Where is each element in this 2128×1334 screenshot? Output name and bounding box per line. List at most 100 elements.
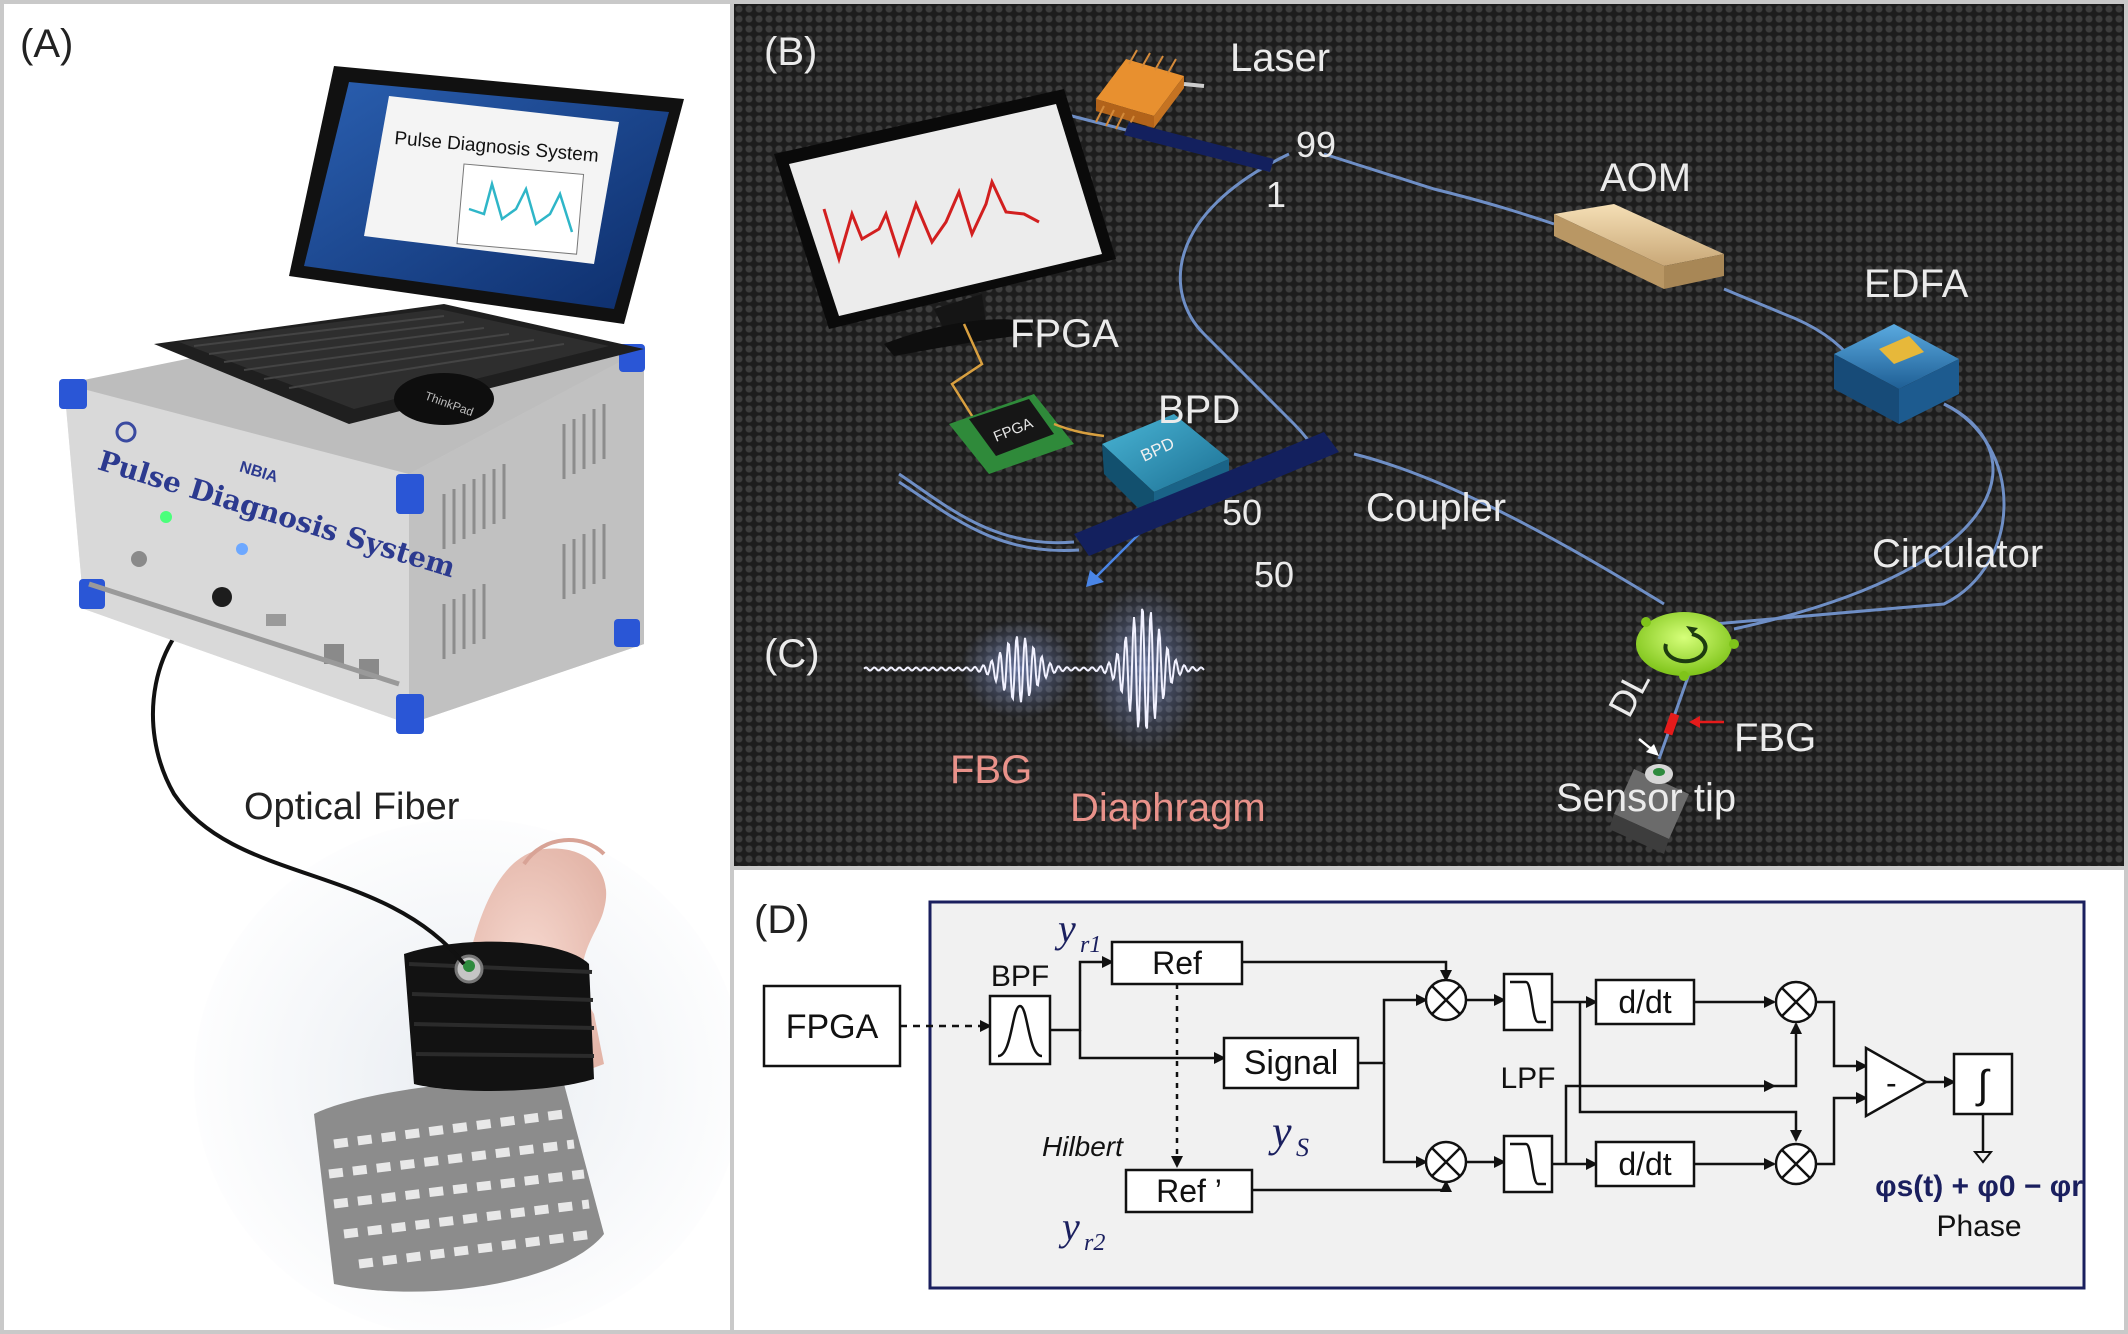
fbg-label: FBG — [1734, 716, 1817, 760]
ratio-50a-label: 50 — [1222, 492, 1263, 533]
lpf1-to-mixer4 — [1578, 1002, 1802, 1142]
bpd-label: BPD — [1158, 388, 1241, 432]
monitor — [774, 89, 1116, 356]
fbg-signal-label: FBG — [950, 748, 1033, 792]
lpf2-to-mixer3 — [1564, 1080, 1776, 1164]
ratio-50b-label: 50 — [1254, 554, 1295, 595]
device-logo — [115, 421, 137, 443]
bpf-to-ref-line — [1050, 956, 1114, 1032]
optical-fiber-cable — [150, 602, 466, 966]
integrator-block — [1952, 1052, 2014, 1116]
fiber-aom-edfa — [1723, 287, 1856, 363]
lpf-1-curve — [1510, 980, 1546, 1024]
mixer-4 — [1774, 1142, 1818, 1186]
sensor-connector-green — [463, 960, 475, 972]
integrator-label: ∫ — [1976, 1063, 1992, 1107]
mixer-3 — [1774, 980, 1818, 1024]
device-photo: ThinkPad Pulse Diagnosis System — [59, 66, 730, 1330]
device-corner-brackets — [59, 344, 645, 734]
ref-block-label: Ref — [1152, 945, 1202, 981]
sensor-tip-label: Sensor tip — [1556, 776, 1737, 820]
panel-a-photo: (A) — [0, 0, 734, 1334]
status-led — [236, 543, 248, 555]
fiber-edfa-circulator — [1690, 402, 2006, 636]
signal-to-mixer1 — [1358, 994, 1428, 1065]
diaphragm-signal-label: Diaphragm — [1070, 786, 1266, 830]
waveform-trace — [863, 608, 1205, 729]
mixer-1 — [1424, 978, 1468, 1022]
front-handle — [88, 581, 400, 687]
signal-block — [1222, 1036, 1360, 1090]
panel-b-label: (B) — [764, 30, 818, 74]
circulator-module — [1636, 612, 1739, 681]
panel-d-signal-processing: (D) FPGA BPF Ref y r1 Hilbert Ref ’ y r2 — [734, 870, 2128, 1334]
sensor-tip — [1609, 764, 1689, 854]
mouse — [394, 373, 494, 425]
usb-port — [266, 614, 286, 626]
front-knob — [131, 551, 147, 567]
mixer-2 — [1424, 1140, 1468, 1184]
ref-prime-block-label: Ref ’ — [1156, 1173, 1222, 1209]
bpf-block — [988, 994, 1052, 1066]
phase-equation: φs(t) + φ0 − φr — [1875, 1170, 2083, 1203]
panel-d-label: (D) — [754, 898, 810, 942]
ratio-1-label: 1 — [1266, 174, 1287, 215]
ratio-99-label: 99 — [1296, 124, 1337, 165]
fiber-edfa-to-circulator — [1733, 402, 1995, 631]
aom-module — [1554, 204, 1724, 289]
fpga-label: FPGA — [1010, 312, 1119, 356]
bpf-curve — [997, 1004, 1043, 1058]
lpf-2-curve — [1510, 1142, 1546, 1186]
subtractor-block — [1864, 1045, 1929, 1119]
fiber-splitter-aom — [1323, 152, 1555, 226]
bpd-output-arrow — [1093, 528, 1145, 580]
circulator-label: Circulator — [1872, 532, 2044, 576]
laser-label: Laser — [1230, 36, 1331, 80]
yr1-subscript: r1 — [1080, 932, 1101, 958]
fbg-arrowhead — [1689, 716, 1700, 728]
screen-chart — [456, 163, 585, 255]
sweater-pattern — [328, 1109, 595, 1269]
signal-to-mixer2 — [1382, 1063, 1428, 1168]
coupler-module — [1074, 432, 1339, 556]
wristband-texture — [408, 962, 595, 1058]
monitor-waveform — [822, 177, 1040, 265]
phase-label: Phase — [1936, 1210, 2021, 1243]
system-schematic: FPGA BPD — [774, 49, 2006, 854]
yr1-symbol: y — [1054, 906, 1076, 951]
ys-symbol: y — [1268, 1107, 1292, 1156]
laptop-keys — [193, 315, 565, 389]
aom-label: AOM — [1600, 156, 1692, 200]
processing-block-diagram: FPGA BPF Ref y r1 Hilbert Ref ’ y r2 Sig… — [762, 900, 2086, 1290]
mixer4-to-subtractor — [1816, 1092, 1868, 1166]
dl-arrowhead — [1646, 744, 1659, 756]
panel-a-label: (A) — [20, 22, 74, 66]
laser-module — [1095, 49, 1205, 133]
fpga-bpd-cable — [1053, 422, 1105, 438]
fiber-port — [212, 587, 232, 607]
fpga-block-label: FPGA — [786, 1008, 879, 1046]
panel-b-system-schematic: FPGA BPD — [734, 0, 2128, 870]
ddt-2-block — [1594, 1140, 1696, 1188]
yr2-subscript: r2 — [1084, 1230, 1105, 1256]
bpd-output-arrowhead — [1086, 570, 1104, 587]
mixer3-input-from-lpf2 — [1774, 1022, 1802, 1088]
lpf-label: LPF — [1500, 1062, 1555, 1095]
panel-c-label: (C) — [764, 632, 820, 676]
refprime-to-mixer2 — [1252, 1180, 1452, 1192]
yr2-symbol: y — [1058, 1204, 1080, 1249]
fpga-block — [762, 984, 902, 1068]
fpga-board: FPGA — [949, 394, 1074, 474]
edfa-label: EDFA — [1864, 262, 1969, 306]
coupler-label: Coupler — [1366, 486, 1507, 530]
device-vents — [442, 404, 606, 659]
ddt-1-label: d/dt — [1618, 984, 1671, 1020]
device-front — [64, 384, 409, 724]
interference-waveform — [863, 584, 1205, 754]
ddt-2-label: d/dt — [1618, 1146, 1671, 1182]
bpf-block-label: BPF — [991, 960, 1049, 993]
splitter-99-1 — [1124, 122, 1274, 172]
fbg-grating — [1663, 712, 1680, 736]
fiber-bpd-coupler-2 — [898, 480, 1080, 553]
mixer3-to-subtractor — [1816, 1000, 1868, 1072]
